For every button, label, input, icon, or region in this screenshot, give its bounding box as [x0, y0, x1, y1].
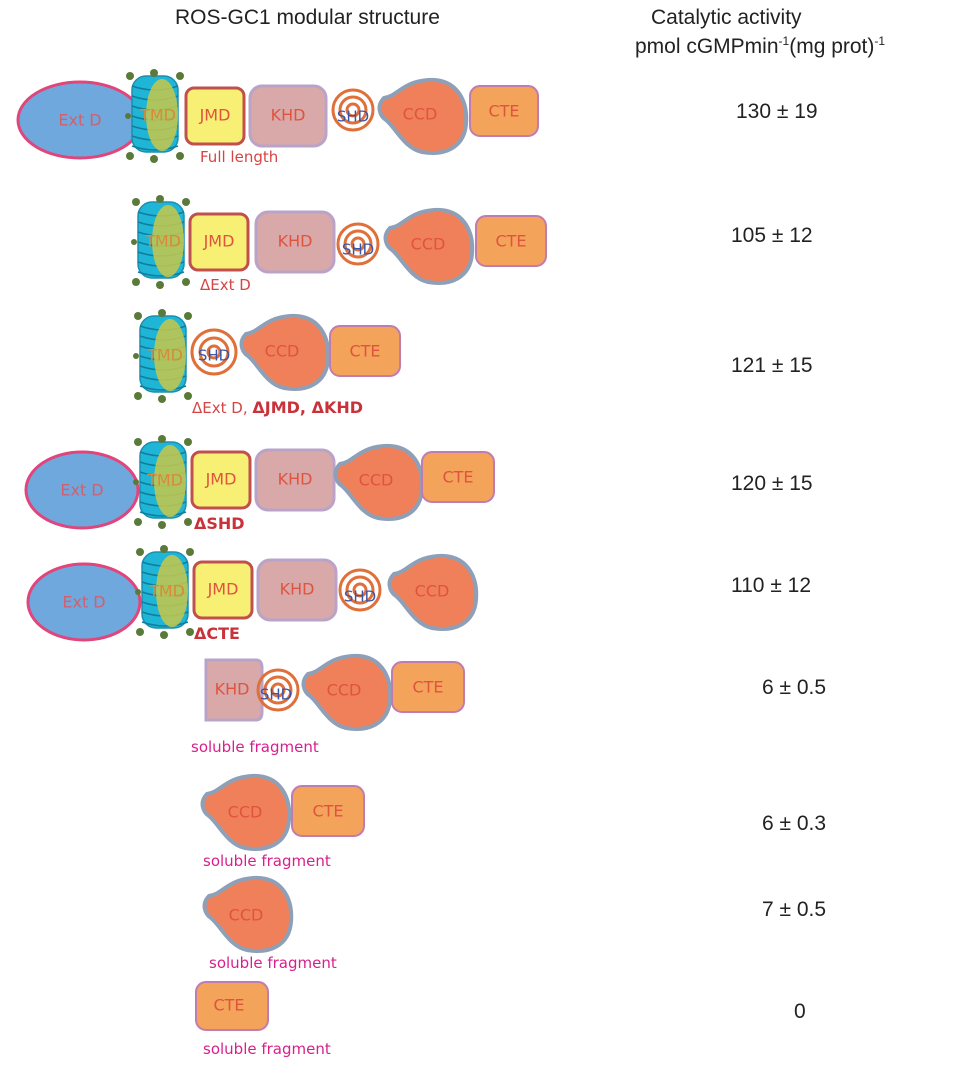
activity-unit-mid: (mg prot) — [789, 35, 875, 58]
shd-domain-label: SHD — [344, 588, 376, 606]
khd-domain — [256, 558, 338, 622]
khd-domain-label: KHD — [271, 106, 306, 125]
cte-domain — [195, 981, 269, 1031]
cte-domain — [421, 451, 495, 503]
unit-superscript-2: -1 — [874, 34, 886, 48]
activity-unit: pmol cGMPmin-1(mg prot)-1 — [635, 34, 885, 59]
construct-soluble-cte: CTE — [195, 981, 269, 1031]
jmd-domain-label: JMD — [199, 106, 231, 125]
cte-domain-label: CTE — [412, 678, 443, 697]
jmd-domain-label: JMD — [203, 232, 235, 251]
jmd-domain — [190, 450, 252, 510]
jmd-domain — [192, 560, 254, 620]
shd-domain — [338, 568, 382, 612]
construct-label-part-b: ΔJMD, ΔKHD — [252, 398, 364, 417]
activity-unit-text: pmol cGMPmin — [635, 35, 779, 58]
construct-label: ΔExt D, ΔJMD, ΔKHD — [192, 398, 363, 417]
ccd-domain-label: CCD — [327, 681, 362, 700]
cte-domain-label: CTE — [349, 342, 380, 361]
ccd-domain-label: CCD — [415, 582, 450, 601]
activity-value: 121 ± 15 — [731, 354, 813, 377]
construct-label: soluble fragment — [203, 1040, 331, 1058]
construct-label-part-a: ΔExt D, — [192, 399, 248, 417]
khd-domain — [248, 84, 328, 148]
cte-domain — [391, 661, 465, 713]
activity-value: 7 ± 0.5 — [762, 898, 827, 921]
tmd-domain-label: TMD — [144, 232, 181, 251]
cte-domain-label: CTE — [488, 102, 519, 121]
construct-soluble-ccd: CCD — [205, 878, 292, 951]
activity-value: 0 — [794, 1000, 806, 1023]
cte-domain-label: CTE — [442, 468, 473, 487]
ccd-domain-label: CCD — [229, 906, 264, 925]
construct-label: soluble fragment — [191, 738, 319, 756]
shd-domain-label: SHD — [198, 347, 230, 365]
khd-domain — [254, 448, 336, 512]
ccd-domain-label: CCD — [265, 342, 300, 361]
activity-title: Catalytic activity — [651, 6, 802, 29]
khd-domain-label: KHD — [278, 232, 313, 251]
structure-title: ROS-GC1 modular structure — [175, 6, 440, 29]
ccd-domain-label: CCD — [359, 471, 394, 490]
ext-domain-label: Ext D — [62, 593, 105, 612]
ext-domain — [24, 450, 140, 530]
ext-domain-label: Ext D — [58, 111, 101, 130]
shd-domain — [256, 668, 300, 712]
cte-domain — [469, 85, 539, 137]
construct-delta-cte: Ext D TMD JMD KHD SHD CCD — [26, 544, 479, 642]
khd-domain-label: KHD — [280, 580, 315, 599]
ccd-domain-label: CCD — [411, 235, 446, 254]
construct-label: ΔCTE — [194, 624, 240, 643]
construct-delta-ext-jmd-khd: TMD SHD CCD CTE — [132, 308, 401, 404]
shd-domain — [336, 222, 380, 266]
activity-value: 130 ± 19 — [736, 100, 818, 123]
activity-value: 110 ± 12 — [731, 574, 812, 597]
khd-domain-label: KHD — [278, 470, 313, 489]
construct-label: ΔExt D — [200, 276, 251, 294]
construct-label: ΔSHD — [194, 514, 245, 533]
cte-domain — [475, 215, 547, 267]
shd-domain-label: SHD — [260, 686, 292, 704]
ext-domain-label: Ext D — [60, 481, 103, 500]
tmd-domain-label: TMD — [146, 471, 183, 490]
construct-label: soluble fragment — [209, 954, 337, 972]
cte-domain-label: CTE — [495, 232, 526, 251]
khd-domain-label: KHD — [215, 680, 250, 699]
shd-domain — [331, 88, 375, 132]
cte-domain-label: CTE — [213, 996, 244, 1015]
jmd-domain — [184, 86, 246, 146]
shd-domain-label: SHD — [342, 241, 374, 259]
shd-domain-label: SHD — [337, 108, 369, 126]
shd-domain — [190, 328, 238, 376]
ccd-domain-label: CCD — [228, 803, 263, 822]
construct-delta-shd: Ext D TMD JMD KHD CCD CTE — [24, 434, 495, 530]
jmd-domain-label: JMD — [207, 580, 239, 599]
jmd-domain — [188, 212, 250, 272]
construct-soluble-khd-cte: KHD SHD CCD CTE — [204, 653, 465, 731]
tmd-domain-label: TMD — [146, 346, 183, 365]
construct-full-length: Ext D TMD JMD KHD SHD CCD CTE — [16, 68, 539, 164]
khd-domain — [254, 210, 336, 274]
cte-domain-label: CTE — [312, 802, 343, 821]
tmd-domain-label: TMD — [148, 582, 185, 601]
construct-label: soluble fragment — [203, 852, 331, 870]
construct-delta-ext-d: TMD JMD KHD SHD CCD CTE — [130, 194, 547, 290]
ext-domain — [26, 562, 142, 642]
construct-soluble-ccd-cte: CCD CTE — [203, 776, 365, 849]
activity-value: 105 ± 12 — [731, 224, 813, 247]
khd-domain — [204, 658, 264, 722]
construct-label: Full length — [200, 148, 279, 166]
jmd-domain-label: JMD — [205, 470, 237, 489]
ccd-domain-label: CCD — [403, 105, 438, 124]
tmd-domain-label: TMD — [139, 106, 176, 125]
activity-value: 6 ± 0.5 — [762, 676, 827, 699]
cte-domain — [291, 785, 365, 837]
cte-domain — [329, 325, 401, 377]
unit-superscript-1: -1 — [778, 34, 790, 48]
activity-value: 6 ± 0.3 — [762, 812, 827, 835]
activity-value: 120 ± 15 — [731, 472, 813, 495]
